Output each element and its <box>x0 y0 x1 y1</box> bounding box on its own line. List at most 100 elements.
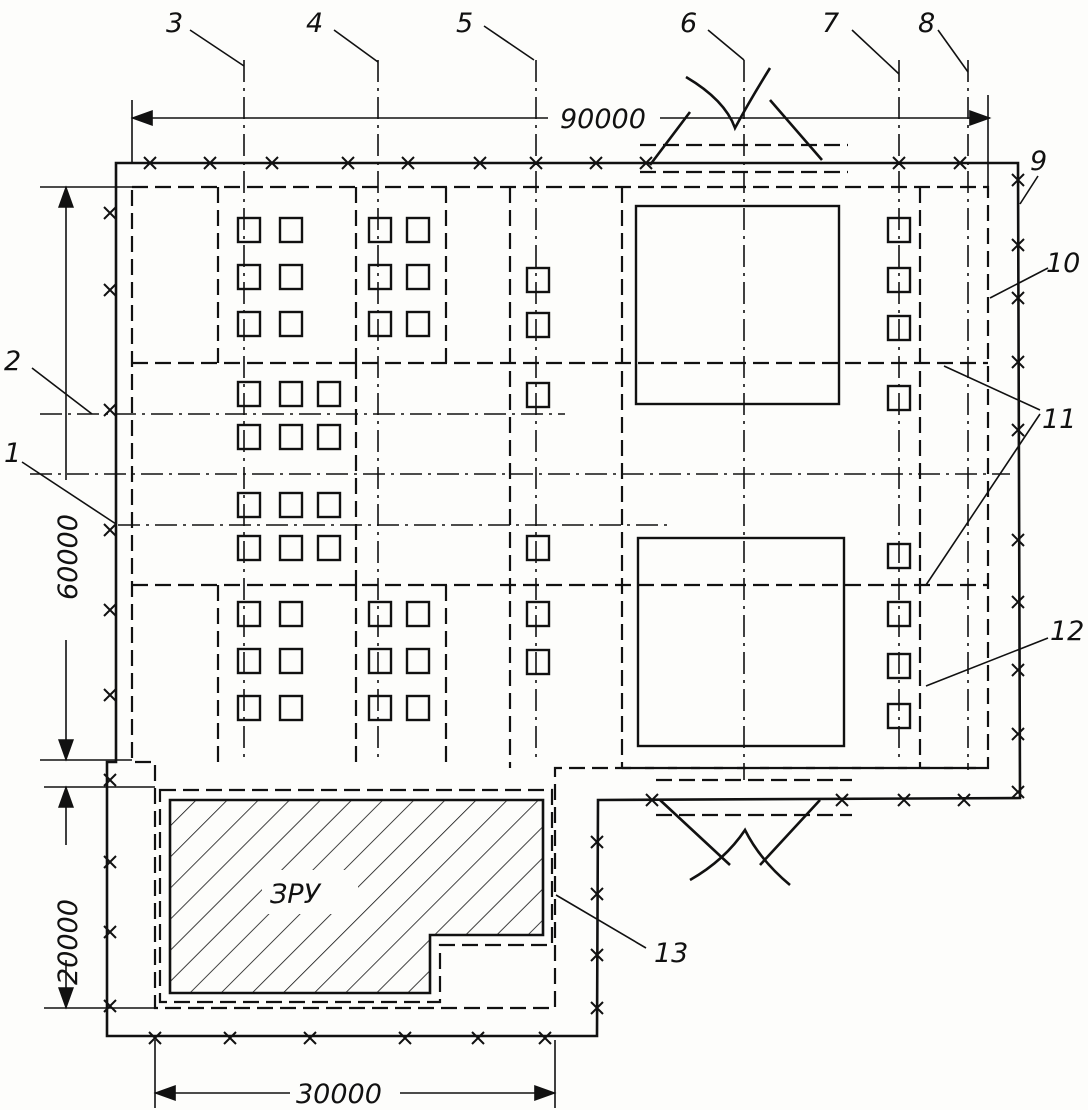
fence-cross <box>103 688 117 702</box>
equipment-square <box>278 647 304 675</box>
equipment-square <box>886 384 912 412</box>
fence-cross <box>1011 173 1025 187</box>
fence-cross <box>953 156 967 170</box>
fence-cross <box>223 1031 237 1045</box>
fence-cross <box>1011 291 1025 305</box>
callout-8: 8 <box>918 8 935 39</box>
dimension-left-upper: 60000 <box>40 185 132 762</box>
equipment-square <box>316 380 342 408</box>
equipment-square <box>886 266 912 294</box>
equipment-square <box>525 266 551 294</box>
equipment-square <box>886 652 912 680</box>
callouts: 3 4 5 6 7 8 9 10 11 12 13 2 1 <box>4 8 1084 969</box>
callout-9: 9 <box>1030 146 1047 177</box>
equipment-square <box>405 216 431 244</box>
fence-cross <box>897 793 911 807</box>
equipment-square <box>405 694 431 722</box>
equipment-square <box>316 491 342 519</box>
equipment-square <box>316 423 342 451</box>
fence-cross <box>590 835 604 849</box>
fence-cross <box>401 156 415 170</box>
equipment-square <box>278 310 304 338</box>
dimension-top-label: 90000 <box>560 104 646 135</box>
equipment-square <box>278 534 304 562</box>
dashed-block-left-top <box>216 187 448 363</box>
equipment-squares <box>236 216 912 730</box>
equipment-square <box>405 600 431 628</box>
fence-cross <box>148 1031 162 1045</box>
fence-cross <box>203 156 217 170</box>
dimension-left-upper-label: 60000 <box>53 514 84 600</box>
fence-markers <box>103 156 1025 1045</box>
fence-cross <box>645 793 659 807</box>
fence-cross <box>538 1031 552 1045</box>
dimension-top: 90000 <box>130 95 992 187</box>
fence-cross <box>639 156 653 170</box>
fence-cross <box>892 156 906 170</box>
fence-cross <box>265 156 279 170</box>
equipment-square <box>367 600 393 628</box>
callout-1: 1 <box>4 438 21 469</box>
fence-cross <box>590 887 604 901</box>
fence-cross <box>471 1031 485 1045</box>
callout-3: 3 <box>166 8 183 39</box>
fence-cross <box>103 773 117 787</box>
equipment-square <box>886 600 912 628</box>
gate-bottom <box>659 799 821 886</box>
callout-11: 11 <box>1042 404 1076 435</box>
fence-cross <box>1011 663 1025 677</box>
dimension-left-lower-label: 20000 <box>53 899 84 985</box>
dimension-bottom: 30000 <box>153 1040 557 1110</box>
fence-cross <box>398 1031 412 1045</box>
equipment-square <box>316 534 342 562</box>
callout-12: 12 <box>1050 616 1084 647</box>
equipment-square <box>236 600 262 628</box>
fence-cross <box>303 1031 317 1045</box>
fence-cross <box>103 403 117 417</box>
dashed-gate-bottom <box>656 778 852 817</box>
equipment-square <box>405 647 431 675</box>
equipment-square <box>236 380 262 408</box>
callout-13: 13 <box>654 938 688 969</box>
dashed-transformer-area <box>620 187 988 770</box>
equipment-square <box>236 216 262 244</box>
equipment-square <box>367 310 393 338</box>
fence-cross <box>835 793 849 807</box>
equipment-square <box>236 491 262 519</box>
equipment-square <box>278 694 304 722</box>
callout-4: 4 <box>306 8 323 39</box>
fence-cross <box>103 523 117 537</box>
equipment-square <box>405 263 431 291</box>
zru-label: ЗРУ <box>270 879 322 910</box>
equipment-square <box>367 216 393 244</box>
fence-cross <box>473 156 487 170</box>
callout-10: 10 <box>1046 248 1080 279</box>
fence-cross <box>1011 423 1025 437</box>
fence-cross <box>143 156 157 170</box>
fence-cross <box>1011 595 1025 609</box>
equipment-square <box>278 423 304 451</box>
equipment-square <box>236 694 262 722</box>
fence-cross <box>103 206 117 220</box>
fence-cross <box>529 156 543 170</box>
fence-cross <box>590 1001 604 1015</box>
fence-cross <box>590 948 604 962</box>
dimension-left-lower: 20000 <box>44 785 155 1010</box>
equipment-square <box>525 311 551 339</box>
equipment-square <box>367 263 393 291</box>
equipment-square <box>525 381 551 409</box>
fence-cross <box>589 156 603 170</box>
equipment-square <box>278 263 304 291</box>
equipment-square <box>236 647 262 675</box>
equipment-square <box>367 694 393 722</box>
equipment-square <box>278 600 304 628</box>
fence-cross <box>1011 727 1025 741</box>
callout-5: 5 <box>456 8 473 39</box>
fence-cross <box>103 855 117 869</box>
equipment-square <box>236 310 262 338</box>
fence-cross <box>103 925 117 939</box>
equipment-square <box>236 423 262 451</box>
callout-2: 2 <box>4 346 21 377</box>
fence-cross <box>1011 355 1025 369</box>
